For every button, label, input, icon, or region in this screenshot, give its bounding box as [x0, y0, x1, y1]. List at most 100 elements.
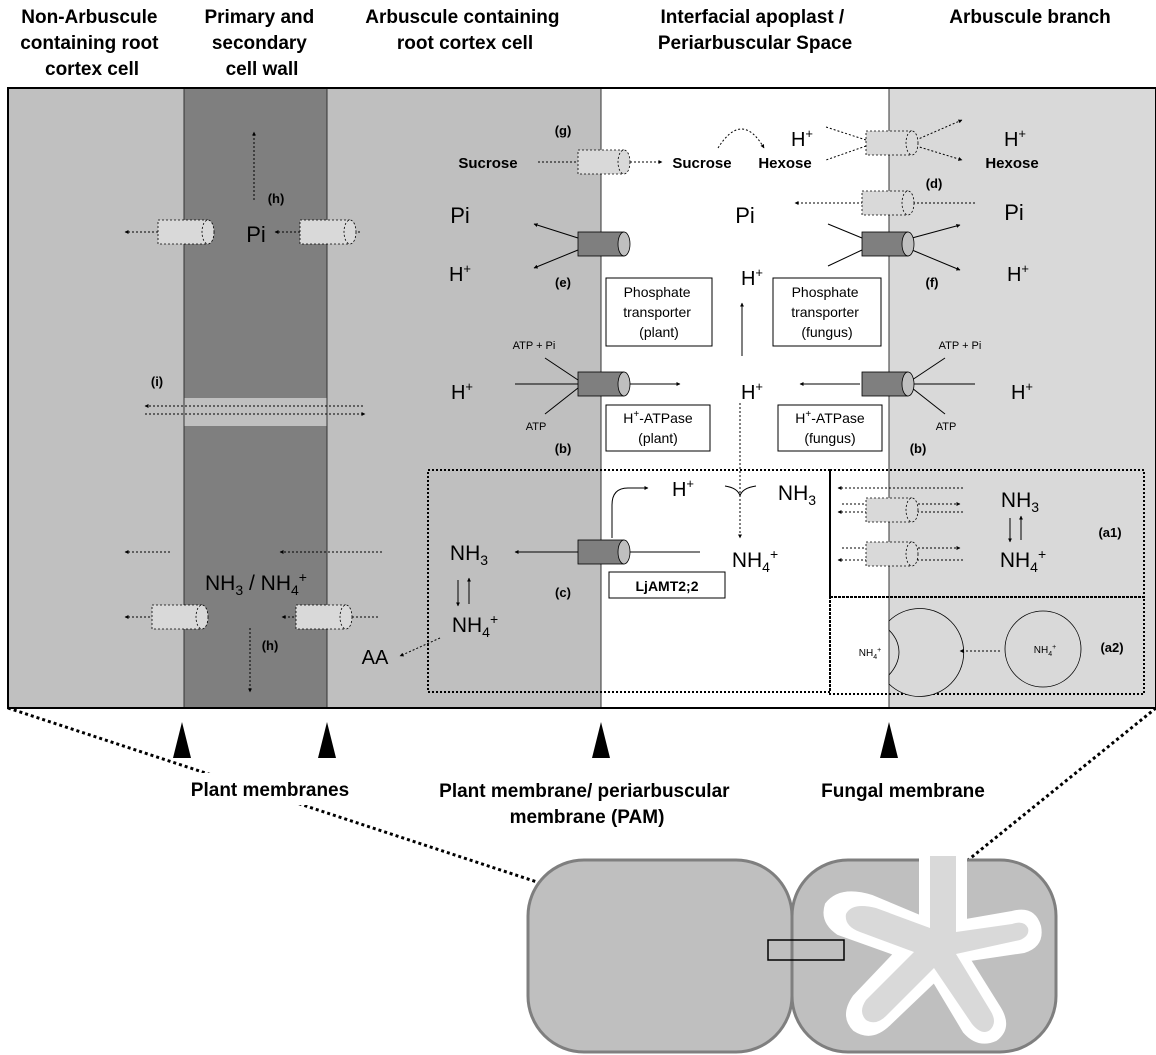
nh4-fungus: NH4+ — [1000, 546, 1046, 575]
h-plus-fungus-top: H+ — [1004, 126, 1026, 151]
h-plus-apoplast-mid: H+ — [741, 265, 763, 290]
line-hexose-in — [825, 145, 867, 161]
hexose-fungus: Hexose — [985, 155, 1038, 172]
nh3-nh4-cell-wall: NH3 / NH4+ — [205, 569, 307, 598]
header-cell-wall: Primary and secondary cell wall — [204, 7, 319, 80]
pi-plant: Pi — [450, 203, 470, 228]
header-arbuscule-cell: Arbuscule containing root cortex cell — [365, 7, 565, 54]
transporter-pi-outer — [157, 219, 215, 245]
arrow-f-pi-out — [911, 224, 961, 239]
arrow-f-h-out — [911, 249, 961, 271]
label-fungal-membrane: Fungal membrane — [821, 781, 985, 802]
arrow-e-h — [533, 249, 579, 269]
h-plus-fungus-b: H+ — [1011, 379, 1033, 404]
header-arbuscule-branch: Arbuscule branch — [949, 7, 1111, 28]
label-a1: (a1) — [1098, 525, 1121, 540]
transporter-ljamt — [577, 539, 631, 565]
pi-fungus: Pi — [1004, 200, 1024, 225]
arrow-c-h-release — [611, 486, 649, 538]
membrane-pointers — [173, 722, 898, 758]
transporter-atpase-plant — [577, 371, 631, 397]
pointer-plant-membrane-2 — [318, 722, 336, 758]
label-f: (f) — [926, 275, 939, 290]
box-text-line1: H+-ATPase — [795, 409, 865, 426]
sucrose-plant: Sucrose — [458, 155, 517, 172]
sucrose-apoplast: Sucrose — [672, 155, 731, 172]
line-hexose-h-in — [825, 126, 867, 141]
transporter-atpase-fungus — [861, 371, 915, 397]
region-arbuscule-branch — [889, 88, 1156, 708]
nh4-plant: NH4+ — [452, 611, 498, 640]
label-b-plant: (b) — [555, 441, 572, 456]
box-h-atpase-plant: H+-ATPase (plant) — [605, 404, 711, 452]
transporter-pi-inner — [299, 219, 357, 245]
nh4-vesicle: NH4+ — [1034, 644, 1056, 658]
label-g: (g) — [555, 123, 572, 138]
nh4-vesicle-fused: NH4+ — [859, 647, 881, 661]
vesicle — [1004, 610, 1082, 688]
ammonium-box-a2 — [829, 596, 1145, 695]
pointer-plant-membrane-1 — [173, 722, 191, 758]
label-b-fungus: (b) — [910, 441, 927, 456]
main-panel — [7, 87, 1156, 709]
box-text-line1: H+-ATPase — [623, 409, 693, 426]
arrow-hexose-out — [915, 145, 963, 161]
hexose-apoplast: Hexose — [758, 155, 811, 172]
label-h-bottom: (h) — [262, 638, 279, 653]
arrow-hexose-h-out — [915, 119, 963, 141]
zoom-box — [767, 939, 845, 961]
box-frame — [605, 277, 713, 347]
vesicle-fused — [888, 608, 965, 697]
label-i: (i) — [151, 374, 163, 389]
plant-membranes-label-bg — [196, 773, 360, 805]
transporters — [151, 130, 919, 630]
cell-wall-transport: (h) Pi (i) NH3 / NH4+ (h) — [124, 131, 382, 693]
h-plus-plant-b: H+ — [451, 379, 473, 404]
pointer-fungal-membrane — [880, 722, 898, 758]
line-atp-pi-fungus — [911, 357, 946, 381]
label-d: (d) — [926, 176, 943, 191]
non-arbuscule-cell — [526, 858, 794, 1054]
label-a2: (a2) — [1100, 640, 1123, 655]
column-headers: Non-Arbuscule containing root cortex cel… — [20, 7, 1111, 80]
ljamt-label-box — [608, 571, 726, 599]
ammonium-box-plant — [427, 469, 831, 693]
line-atp-fungus — [911, 387, 946, 415]
atp-plant: ATP — [526, 421, 547, 433]
transporter-nh-inner — [295, 604, 353, 630]
label-e: (e) — [555, 275, 571, 290]
nh3-plant: NH3 — [450, 542, 488, 568]
transporter-pt-plant-e — [577, 231, 631, 257]
h-plus-fungus-f: H+ — [1007, 261, 1029, 286]
arbuscule-shape — [823, 855, 1042, 1044]
line-atp-pi-plant — [544, 357, 579, 381]
atp-pi-plant: ATP + Pi — [513, 340, 556, 352]
box-frame — [605, 404, 711, 452]
transporter-sucrose-g — [577, 149, 631, 175]
pi-cell-wall: Pi — [246, 222, 266, 247]
cells-overview — [526, 855, 1058, 1054]
line-f-pi-in — [827, 223, 863, 239]
region-non-arbuscule-cell — [8, 88, 184, 708]
box-frame — [777, 404, 883, 452]
transporter-hexose — [865, 130, 919, 156]
header-apoplast: Interfacial apoplast / Periarbuscular Sp… — [658, 7, 852, 54]
box-text-line2: (fungus) — [804, 430, 855, 446]
transporter-pt-fungus-f — [861, 231, 915, 257]
transporter-nh-outer — [151, 604, 209, 630]
transporter-pi-d — [861, 190, 915, 216]
arrow-e-pi — [533, 223, 579, 239]
h-plus-apoplast-c: H+ — [672, 476, 694, 501]
line-f-h-in — [827, 249, 863, 267]
label-plant-membranes: Plant membranes — [191, 780, 349, 801]
arbuscule-cell-content: (g) Sucrose Pi H+ (e) ATP + Pi ATP H+ (b… — [362, 123, 831, 693]
region-apoplast — [601, 88, 889, 708]
arbuscule-branch-content: H+ Hexose (d) Pi H+ (f) ATP + Pi ATP H+ … — [794, 119, 1145, 697]
label-c: (c) — [555, 585, 571, 600]
label-pam: Plant membrane/ periarbuscular membrane … — [439, 781, 735, 828]
box-h-atpase-fungus: H+-ATPase (fungus) — [777, 404, 883, 452]
region-arbuscule-cell — [327, 88, 601, 708]
amino-acids: AA — [362, 647, 389, 669]
box-phosphate-transporter-fungus: Phosphate transporter (fungus) — [772, 277, 882, 347]
